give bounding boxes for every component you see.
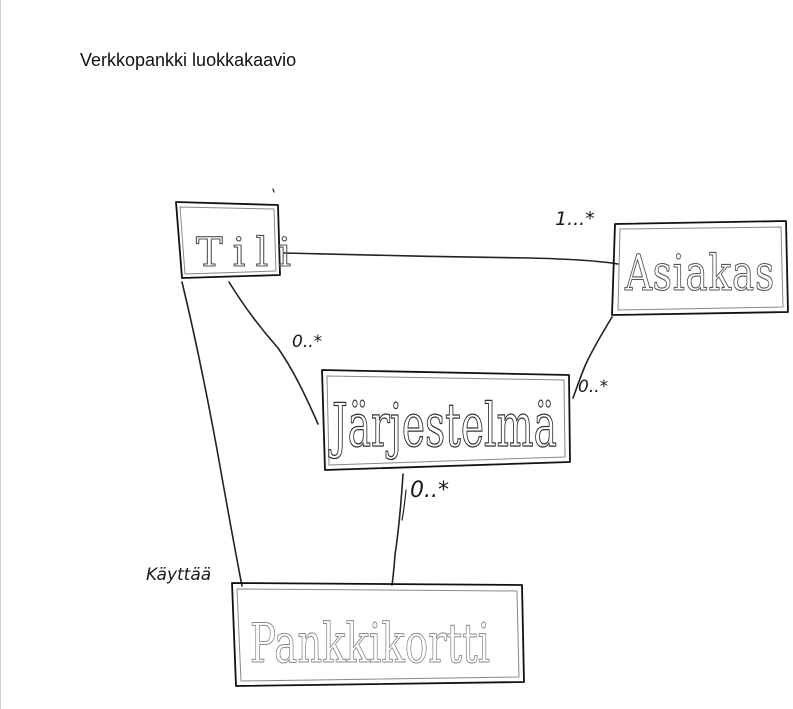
class-name-tili: Tili [196, 230, 301, 276]
association-jarjestelma-pankkikortti [391, 473, 404, 586]
multiplicity-jarjestelma-pankkikortti: 0..* [410, 478, 449, 503]
class-tili-outline [175, 201, 281, 279]
multiplicity-asiakas-tili: 1...* [555, 208, 595, 230]
class-pankkikortti-inner [236, 588, 520, 682]
diagram-title: Verkkopankki luokkakaavio [80, 50, 297, 70]
multiplicity-tili-jarjestelma: 0..* [292, 332, 322, 352]
class-tili-tick [272, 188, 275, 193]
class-jarjestelma [321, 369, 571, 471]
role-kayttaa: Käyttää [146, 565, 211, 585]
associations [181, 252, 619, 587]
class-name-pankkikortti: Pankkikortti [250, 612, 490, 675]
association-tili-pankkikortti [181, 281, 243, 587]
class-asiakas-outline [611, 220, 789, 316]
association-tili-asiakas [283, 252, 619, 265]
class-pankkikortti [231, 582, 525, 687]
class-jarjestelma-outline [321, 369, 571, 471]
multiplicity-asiakas-jarjestelma: 0..* [578, 377, 608, 397]
class-name-jarjestelma: Järjestelmä [328, 391, 557, 461]
association-asiakas-jarjestelma [572, 316, 613, 399]
class-tili-inner [179, 206, 277, 275]
class-jarjestelma-inner [326, 375, 566, 466]
association-tili-jarjestelma [228, 281, 319, 425]
class-asiakas [611, 220, 789, 316]
page-edge [0, 0, 1, 709]
class-tili [175, 188, 281, 279]
class-asiakas-inner [617, 226, 784, 311]
class-pankkikortti-outline [231, 582, 525, 687]
association-jarjestelma-pankkikortti-stroke2 [401, 489, 407, 521]
class-name-asiakas: Asiakas [624, 244, 775, 302]
